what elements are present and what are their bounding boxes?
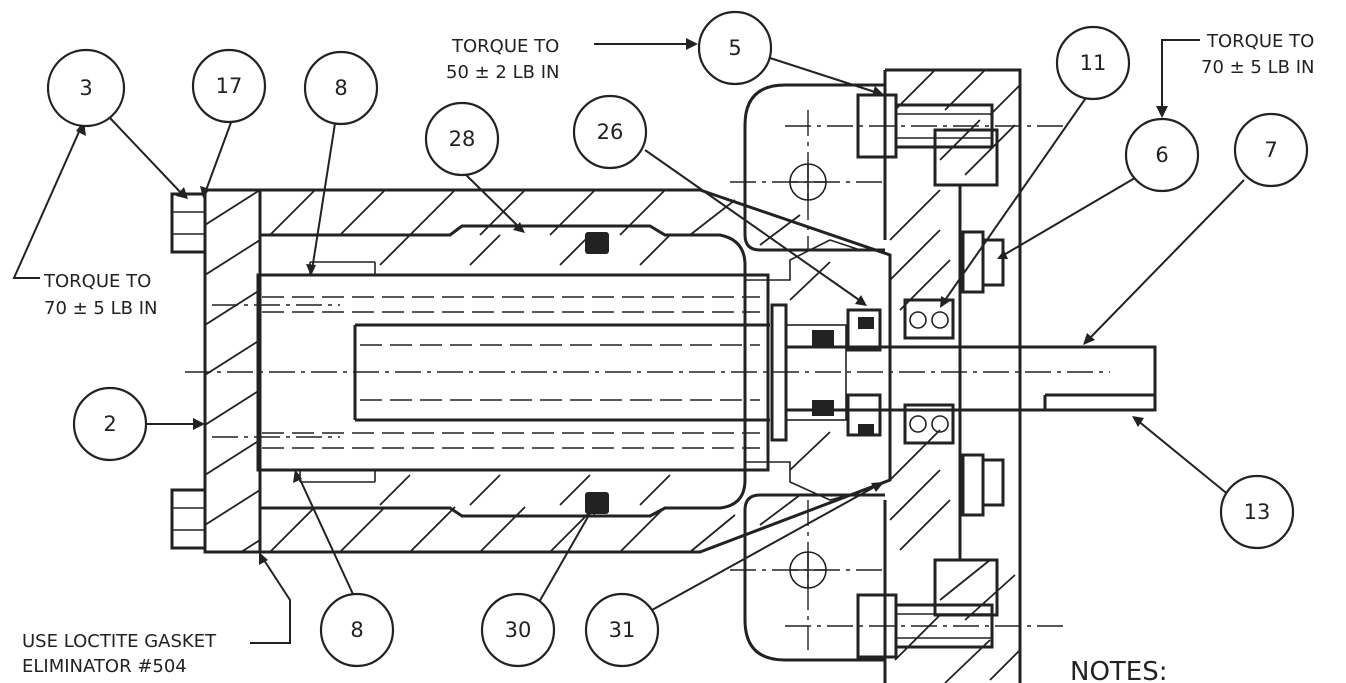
cap-screw-top (170, 192, 207, 254)
svg-text:17: 17 (216, 74, 243, 98)
o-ring-top (585, 232, 609, 254)
notes-heading: NOTES: (1070, 657, 1168, 683)
torque-note-top-line1: TORQUE TO (451, 36, 559, 57)
flange-ear-top (730, 83, 885, 252)
balloon-31: 31 (584, 592, 660, 668)
drive-shaft (786, 340, 1157, 418)
svg-text:28: 28 (449, 127, 476, 151)
svg-text:11: 11 (1080, 51, 1107, 75)
flange-bolt-top (785, 93, 1065, 159)
balloon-8-top: 8 (303, 50, 379, 126)
balloon-17: 17 (191, 48, 267, 124)
torque-note-left-line1: TORQUE TO (43, 271, 151, 292)
loctite-note-line2: ELIMINATOR #504 (22, 656, 187, 677)
cap-screw-bottom (170, 488, 207, 550)
svg-text:13: 13 (1244, 500, 1271, 524)
svg-text:5: 5 (728, 36, 741, 60)
svg-text:3: 3 (79, 76, 92, 100)
shaft-seal-area (770, 298, 955, 445)
balloon-3: 3 (46, 48, 126, 128)
torque-note-left-line2: 70 ± 5 LB IN (44, 298, 157, 319)
svg-text:2: 2 (103, 412, 116, 436)
balloon-8-bottom: 8 (319, 592, 395, 668)
loctite-note-line1: USE LOCTITE GASKET (22, 631, 217, 652)
balloon-2: 2 (72, 386, 148, 462)
balloon-28: 28 (424, 101, 500, 177)
svg-text:31: 31 (609, 618, 636, 642)
svg-text:6: 6 (1155, 143, 1168, 167)
balloon-13: 13 (1219, 474, 1295, 550)
svg-text:30: 30 (505, 618, 532, 642)
torque-note-right-line2: 70 ± 5 LB IN (1201, 57, 1314, 78)
svg-text:8: 8 (350, 618, 363, 642)
end-cover (203, 188, 262, 554)
torque-note-top-line2: 50 ± 2 LB IN (446, 62, 559, 83)
balloon-26: 26 (572, 94, 648, 170)
balloon-7: 7 (1233, 112, 1309, 188)
mounting-flange (883, 68, 1022, 683)
balloon-6: 6 (1124, 117, 1200, 193)
torque-note-right-line1: TORQUE TO (1206, 31, 1314, 52)
balloon-5: 5 (697, 10, 773, 86)
svg-text:26: 26 (597, 120, 624, 144)
svg-text:7: 7 (1264, 138, 1277, 162)
retainer-screw-top (961, 230, 1005, 294)
balloon-11: 11 (1055, 25, 1131, 101)
retainer-screw-bottom (961, 453, 1005, 517)
leader-lines (12, 38, 1245, 644)
balloon-30: 30 (480, 592, 556, 668)
gear-housing (260, 188, 892, 554)
svg-text:8: 8 (334, 76, 347, 100)
flange-ear-bottom (730, 493, 885, 662)
flange-bolt-bottom (785, 593, 1065, 659)
